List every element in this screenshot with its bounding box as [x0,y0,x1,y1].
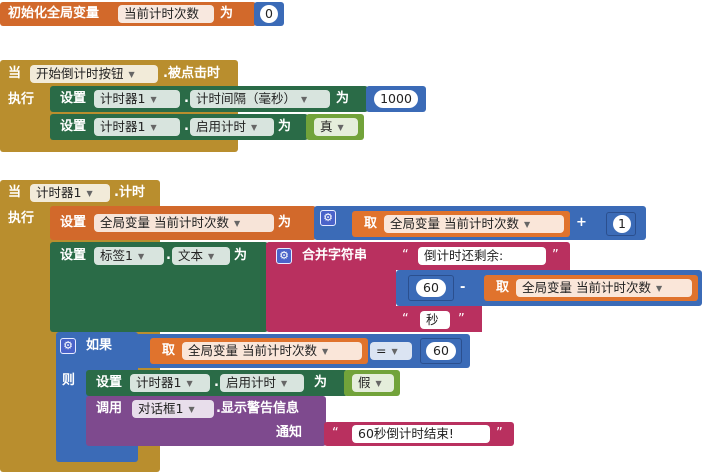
set-label: 设置 [60,215,87,230]
mutator-gear-icon[interactable]: ⚙ [276,248,292,264]
timer-component-dropdown[interactable]: 计时器1▼ [94,118,180,136]
one-number-block[interactable]: 1 [606,212,636,236]
global-init-label: 初始化全局变量 [8,6,100,21]
number-block[interactable]: 0 [254,2,284,26]
timer-component-dropdown[interactable]: 计时器1▼ [94,90,180,108]
get-global-var-block[interactable]: 取 全局变量 当前计时次数▼ [150,338,368,364]
close-quote: ” [496,426,503,441]
close-quote: ” [458,312,465,327]
if-label: 如果 [86,338,113,353]
event-name-label: .计时 [114,185,145,200]
method-label: .显示警告信息 [216,401,299,416]
true-dropdown[interactable]: 真▼ [314,118,358,136]
global-var-dropdown[interactable]: 全局变量 当前计时次数▼ [182,342,362,360]
label-component-dropdown[interactable]: 标签1▼ [94,247,164,265]
label-property-dropdown[interactable]: 文本▼ [172,247,230,265]
join-inner-gap-2 [482,306,570,332]
text-string-block[interactable]: “ 倒计时还剩余: ” [396,244,568,268]
set-label: 设置 [60,119,87,134]
sixty-number-field[interactable]: 60 [426,342,456,360]
sixty-number-field[interactable]: 60 [416,279,446,297]
message-string-block[interactable]: “ 60秒倒计时结束! ” [324,422,514,446]
global-init-to-label: 为 [220,6,234,21]
interval-number-block[interactable]: 1000 [366,86,426,112]
get-global-var-block[interactable]: 取 全局变量 当前计时次数▼ [352,211,570,237]
true-block[interactable]: 真▼ [306,114,364,140]
open-quote: “ [332,426,339,441]
set-timer-enabled-block[interactable]: 设置 计时器1▼ . 启用计时▼ 为 [86,370,348,396]
timer-property-dropdown[interactable]: 启用计时▼ [220,374,304,392]
one-number-field[interactable]: 1 [613,215,631,233]
timer-property-dropdown[interactable]: 启用计时▼ [190,118,274,136]
to-label: 为 [336,91,350,106]
event-name-label: .被点击时 [163,66,220,81]
global-var-dropdown[interactable]: 全局变量 当前计时次数▼ [516,279,692,297]
global-var-dropdown[interactable]: 全局变量 当前计时次数▼ [94,214,274,232]
get-label: 取 [162,343,176,358]
event-do-label: 执行 [8,92,35,107]
join-label: 合并字符串 [302,248,368,263]
timer-property-dropdown[interactable]: 计时间隔（毫秒）▼ [190,90,330,108]
close-quote: ” [552,248,559,263]
event-component-dropdown[interactable]: 开始倒计时按钮▼ [30,65,158,83]
to-label: 为 [314,375,328,390]
get-label: 取 [496,280,510,295]
plus-operator: + [576,215,587,230]
dot-label: . [184,119,189,134]
global-init-block[interactable]: 初始化全局变量 当前计时次数 为 [0,2,256,26]
mutator-gear-icon[interactable]: ⚙ [60,338,76,354]
string-field[interactable]: 倒计时还剩余: [418,247,546,265]
get-global-var-block[interactable]: 取 全局变量 当前计时次数▼ [484,275,698,301]
set-label: 设置 [96,375,123,390]
open-quote: “ [402,312,409,327]
timer-component-dropdown[interactable]: 计时器1▼ [130,374,210,392]
set-label: 设置 [60,91,87,106]
sixty-number-block[interactable]: 60 [408,275,454,301]
then-label: 则 [62,373,76,388]
set-global-var-block[interactable]: 设置 全局变量 当前计时次数▼ 为 [50,206,316,240]
set-timer-interval-block[interactable]: 设置 计时器1▼ . 计时间隔（毫秒）▼ 为 [50,86,368,112]
event-component-dropdown[interactable]: 计时器1▼ [30,184,110,202]
to-label: 为 [278,215,292,230]
interval-number-field[interactable]: 1000 [374,90,418,108]
false-dropdown[interactable]: 假▼ [352,374,394,392]
notice-param-label: 通知 [276,425,303,440]
set-label: 设置 [60,248,87,263]
message-string-field[interactable]: 60秒倒计时结束! [352,425,490,443]
dot-label: . [214,375,219,390]
to-label: 为 [234,248,248,263]
compare-operator-dropdown[interactable]: =▼ [370,342,412,360]
string-field[interactable]: 秒 [420,311,450,329]
set-label-text-block[interactable]: 设置 标签1▼ . 文本▼ 为 [50,242,268,332]
to-label: 为 [278,119,292,134]
event-when-label: 当 [8,185,22,200]
call-dialog-block[interactable]: 调用 对话框1▼ .显示警告信息 通知 [86,396,326,446]
get-label: 取 [364,216,378,231]
dot-label: . [184,91,189,106]
sixty-number-block[interactable]: 60 [420,338,462,364]
dot-label: . [166,248,171,263]
event-do-label: 执行 [8,211,35,226]
number-field[interactable]: 0 [260,5,278,23]
dialog-component-dropdown[interactable]: 对话框1▼ [132,400,214,418]
set-timer-enabled-block[interactable]: 设置 计时器1▼ . 启用计时▼ 为 [50,114,308,140]
false-block[interactable]: 假▼ [344,370,400,396]
event-when-label: 当 [8,66,22,81]
minus-operator: - [460,280,466,295]
call-label: 调用 [96,401,123,416]
open-quote: “ [402,248,409,263]
global-var-dropdown[interactable]: 全局变量 当前计时次数▼ [384,215,564,233]
mutator-gear-icon[interactable]: ⚙ [320,210,336,226]
global-var-name-field[interactable]: 当前计时次数 [118,5,214,23]
text-string-block[interactable]: “ 秒 ” [396,308,482,332]
